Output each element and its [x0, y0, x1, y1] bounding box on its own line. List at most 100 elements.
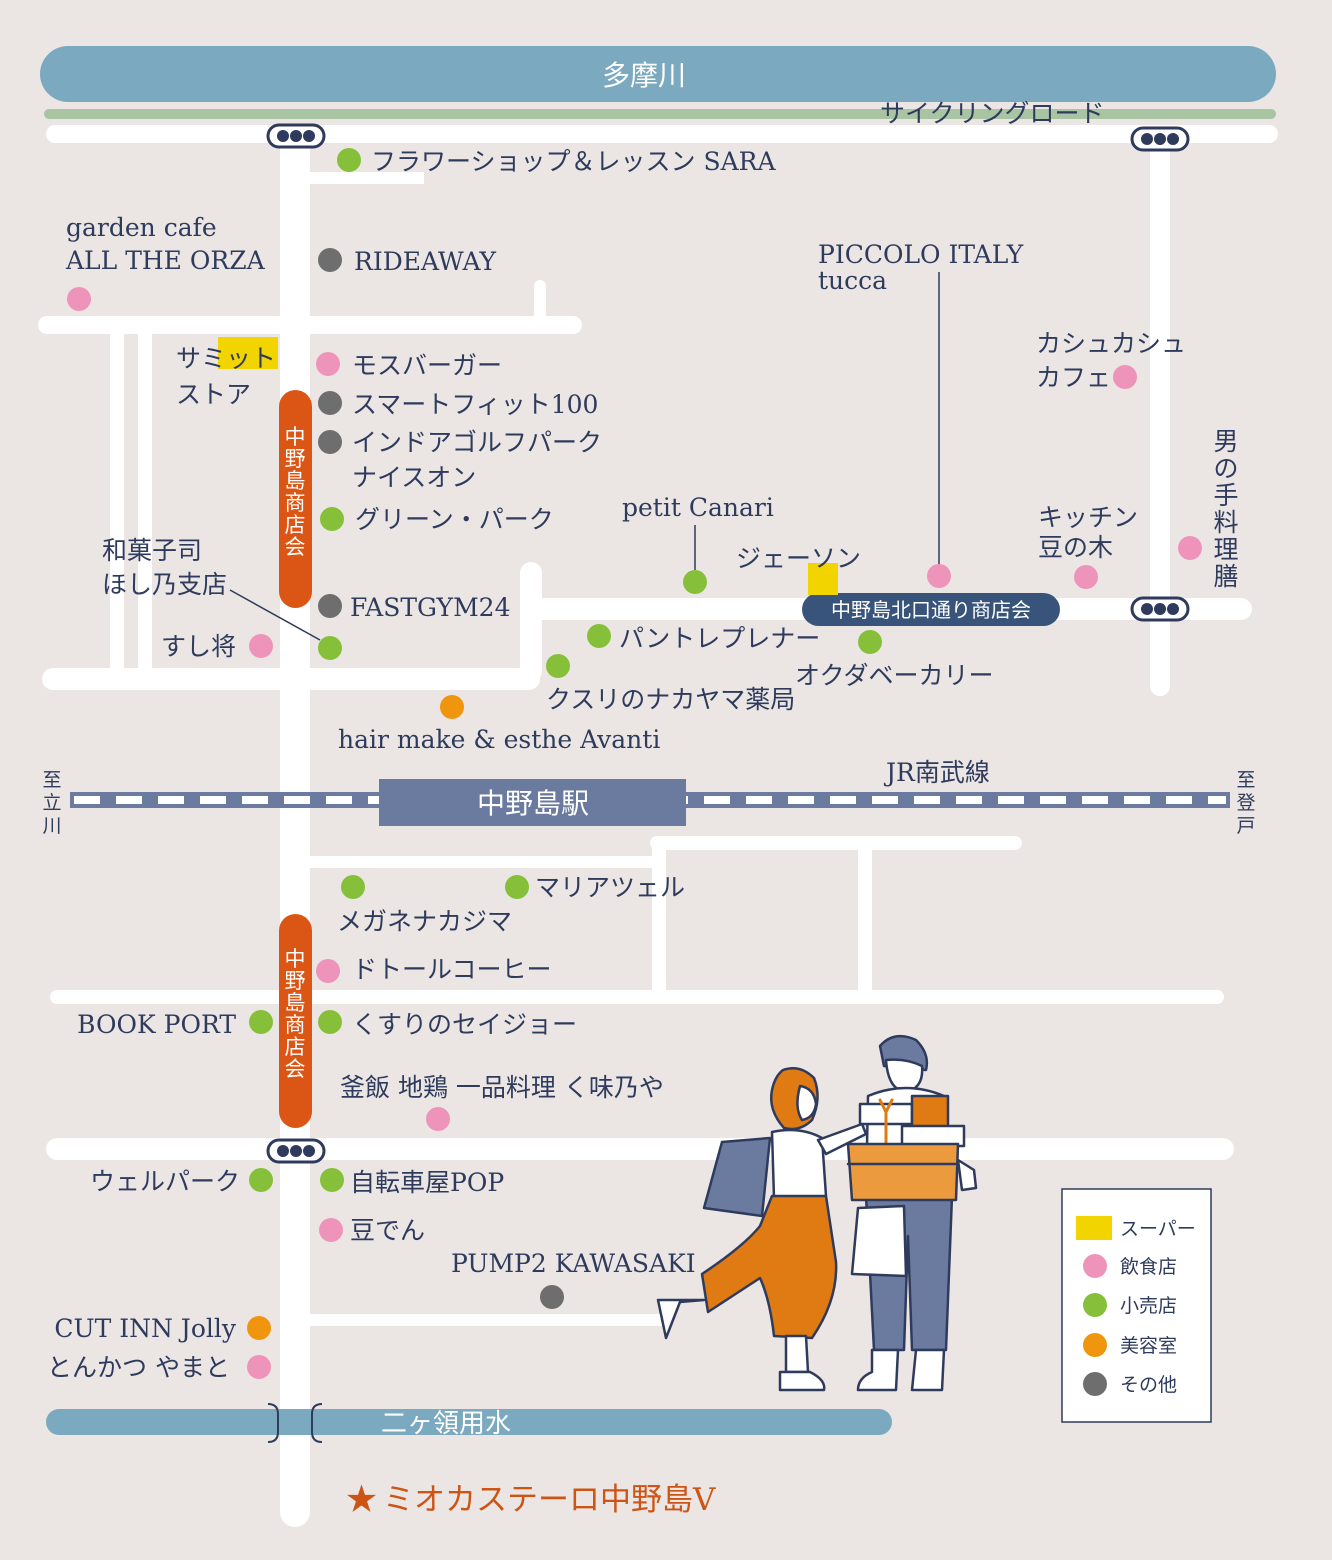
label-avanti[interactable]: hair make & esthe Avanti [338, 725, 660, 754]
label-mos[interactable]: モスバーガー [352, 351, 502, 380]
place-labels: フラワーショップ＆レッスン SARA garden cafe ALL THE O… [47, 147, 1238, 1382]
label-cutinn[interactable]: CUT INN Jolly [54, 1314, 236, 1343]
road [50, 990, 1224, 1004]
dot-retail[interactable] [318, 1010, 342, 1034]
label-pain[interactable]: パントレプレナー [619, 624, 820, 653]
label-pop[interactable]: 自転車屋POP [350, 1168, 504, 1197]
road [858, 846, 872, 1004]
label-smartfit[interactable]: スマートフィット100 [352, 390, 598, 419]
road [306, 1314, 662, 1326]
label-fastgym[interactable]: FASTGYM24 [350, 593, 510, 622]
shotenkai-badge-south [279, 914, 312, 1128]
label-wagashi-1[interactable]: 和菓子司 [102, 536, 202, 565]
label-kuminoya[interactable]: 釜飯 地鶏 一品料理 く味乃や [340, 1073, 664, 1102]
dot-restaurant[interactable] [316, 352, 340, 376]
dot-restaurant[interactable] [319, 1218, 343, 1242]
label-kitchen-2[interactable]: 豆の木 [1038, 533, 1113, 562]
dot-other[interactable] [540, 1285, 564, 1309]
label-kitchen-1[interactable]: キッチン [1038, 503, 1138, 532]
dot-retail[interactable] [546, 654, 570, 678]
road [652, 842, 666, 1000]
dot-restaurant[interactable] [426, 1107, 450, 1131]
dot-retail[interactable] [683, 570, 707, 594]
label-orza-1[interactable]: garden cafe [66, 213, 217, 242]
label-doutor[interactable]: ドトールコーヒー [352, 955, 552, 984]
dot-beauty[interactable] [247, 1316, 271, 1340]
label-summit-2[interactable]: ストア [176, 380, 251, 409]
dot-other[interactable] [318, 594, 342, 618]
goods-can [910, 1094, 950, 1132]
label-bookport[interactable]: BOOK PORT [77, 1010, 236, 1039]
label-canari[interactable]: petit Canari [622, 493, 774, 522]
road [1150, 130, 1170, 696]
label-kashu-1[interactable]: カシュカシュ [1036, 329, 1186, 358]
road [138, 328, 152, 674]
dot-retail[interactable] [249, 1168, 273, 1192]
label-megane[interactable]: メガネナカジマ [337, 907, 512, 936]
dot-beauty[interactable] [440, 695, 464, 719]
road [46, 1138, 1234, 1160]
legend-retail-label: 小売店 [1120, 1295, 1177, 1317]
label-orza-2[interactable]: ALL THE ORZA [65, 246, 266, 275]
dot-retail[interactable] [341, 875, 365, 899]
label-sushi[interactable]: すし将 [161, 632, 236, 661]
label-jeson[interactable]: ジェーソン [736, 544, 861, 573]
dot-restaurant[interactable] [1074, 565, 1098, 589]
label-yamato[interactable]: とんかつ やまと [47, 1353, 230, 1382]
label-kashu-2[interactable]: カフェ [1036, 363, 1111, 392]
legend-restaurant-label: 飲食店 [1120, 1256, 1177, 1278]
dot-retail[interactable] [337, 148, 361, 172]
dot-retail[interactable] [587, 624, 611, 648]
label-welpark[interactable]: ウェルパーク [90, 1167, 240, 1196]
dot-retail[interactable] [858, 630, 882, 654]
woman-bag [702, 1136, 772, 1218]
dot-other[interactable] [318, 391, 342, 415]
road [110, 328, 124, 674]
label-wagashi-2[interactable]: ほし乃支店 [102, 570, 227, 599]
label-rideaway[interactable]: RIDEAWAY [354, 247, 497, 276]
dot-restaurant[interactable] [247, 1355, 271, 1379]
dot-retail[interactable] [320, 507, 344, 531]
place-dots [67, 148, 1202, 1379]
label-green-park[interactable]: グリーン・パーク [355, 505, 554, 534]
traffic-signal-icon [266, 1138, 326, 1164]
label-maria[interactable]: マリアツェル [535, 873, 685, 902]
label-nakayama[interactable]: クスリのナカヤマ薬局 [546, 685, 795, 714]
label-piccolo-2[interactable]: tucca [818, 266, 887, 295]
label-otoko-ryori[interactable]: 男の手料理膳 [1213, 427, 1238, 591]
dot-restaurant[interactable] [249, 634, 273, 658]
destination-label[interactable]: ★ミオカステーロ中野島Ⅴ [346, 1482, 716, 1518]
dot-retail[interactable] [505, 875, 529, 899]
label-seijo[interactable]: くすりのセイジョー [352, 1010, 577, 1039]
dot-restaurant[interactable] [316, 959, 340, 983]
bridge-right [311, 1403, 323, 1443]
label-summit-1[interactable]: サミット [176, 344, 276, 373]
label-golf-1[interactable]: インドアゴルフパーク [352, 428, 602, 457]
dot-retail[interactable] [318, 636, 342, 660]
dot-other[interactable] [318, 430, 342, 454]
label-mameden[interactable]: 豆でん [350, 1216, 425, 1245]
road [650, 836, 1022, 850]
dot-restaurant[interactable] [67, 287, 91, 311]
label-okuda[interactable]: オクダベーカリー [795, 661, 994, 690]
road [534, 280, 546, 326]
label-piccolo-1[interactable]: PICCOLO ITALY [818, 240, 1024, 269]
tama-river-label: 多摩川 [602, 59, 686, 92]
legend-retail-swatch [1083, 1293, 1107, 1317]
traffic-signal-icon [266, 123, 326, 149]
price-tag [956, 1158, 978, 1192]
dot-restaurant[interactable] [1113, 365, 1137, 389]
to-noborito-label: 至登戸 [1236, 769, 1255, 837]
dot-other[interactable] [318, 248, 342, 272]
label-sara[interactable]: フラワーショップ＆レッスン SARA [371, 147, 776, 176]
man-face [884, 1058, 924, 1094]
label-golf-2[interactable]: ナイスオン [352, 463, 476, 492]
dot-restaurant[interactable] [927, 564, 951, 588]
label-pump2[interactable]: PUMP2 KAWASAKI [451, 1249, 696, 1278]
dot-retail[interactable] [249, 1010, 273, 1034]
nikaryo-canal [46, 1409, 892, 1435]
dot-restaurant[interactable] [1178, 536, 1202, 560]
station-label: 中野島駅 [477, 787, 589, 820]
dot-retail[interactable] [320, 1168, 344, 1192]
shoppers-illustration [656, 1034, 978, 1392]
